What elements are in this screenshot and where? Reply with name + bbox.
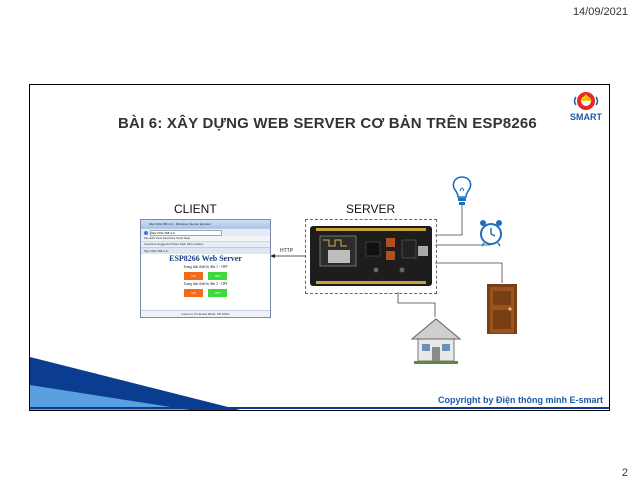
address-field[interactable]: http://192.168.4.1/ <box>150 229 222 236</box>
slide-title: BÀI 6: XÂY DỰNG WEB SERVER CƠ BẢN TRÊN E… <box>118 115 537 132</box>
server-label: SERVER <box>346 202 396 216</box>
browser-content: ESP8266 Web Server Trang thái thiết bị đ… <box>141 252 270 310</box>
favorites-bar[interactable]: Favorites Suggested Sites Web Slice Gall… <box>141 241 270 247</box>
door-icon <box>486 283 518 335</box>
browser-address-bar[interactable]: http://192.168.4.1/ <box>141 228 270 236</box>
device2-status: Trang thái thiết bị đèn 2 - OFF <box>183 282 228 286</box>
logo-text: SMART <box>570 112 602 122</box>
device2-on-button[interactable]: ON <box>184 289 203 297</box>
lightbulb-icon <box>450 175 474 209</box>
slide: BÀI 6: XÂY DỰNG WEB SERVER CƠ BẢN TRÊN E… <box>29 84 610 411</box>
browser-tab[interactable]: http://192.168.4.1/ <box>141 247 270 254</box>
browser-status-bar: Internet | Protected Mode: Off 100% <box>141 310 270 317</box>
house-icon <box>410 317 462 365</box>
esp8266-board-icon <box>305 219 437 294</box>
connection-lines <box>30 205 609 410</box>
alarm-clock-icon <box>478 219 504 247</box>
copyright-text: Copyright by Điện thông minh E-smart <box>437 395 603 405</box>
browser-title: http://192.168.4.1/ - Windows Internet E… <box>141 220 270 228</box>
device1-off-button[interactable]: OFF <box>208 272 227 280</box>
http-label: HTTP <box>280 248 294 254</box>
browser-menu[interactable]: File Edit View Favorites Tools Help <box>141 236 270 241</box>
date: 14/09/2021 <box>572 6 628 18</box>
device1-on-button[interactable]: ON <box>184 272 203 280</box>
device2-off-button[interactable]: OFF <box>208 289 227 297</box>
page-number: 2 <box>621 467 628 479</box>
device1-status: Trang thái thiết bị đèn 1 - OFF <box>183 265 228 269</box>
browser-window: http://192.168.4.1/ - Windows Internet E… <box>140 219 271 318</box>
back-icon[interactable] <box>144 230 148 235</box>
web-heading: ESP8266 Web Server <box>169 254 242 263</box>
smart-logo-icon: SMART <box>567 89 605 123</box>
client-label: CLIENT <box>174 202 217 216</box>
